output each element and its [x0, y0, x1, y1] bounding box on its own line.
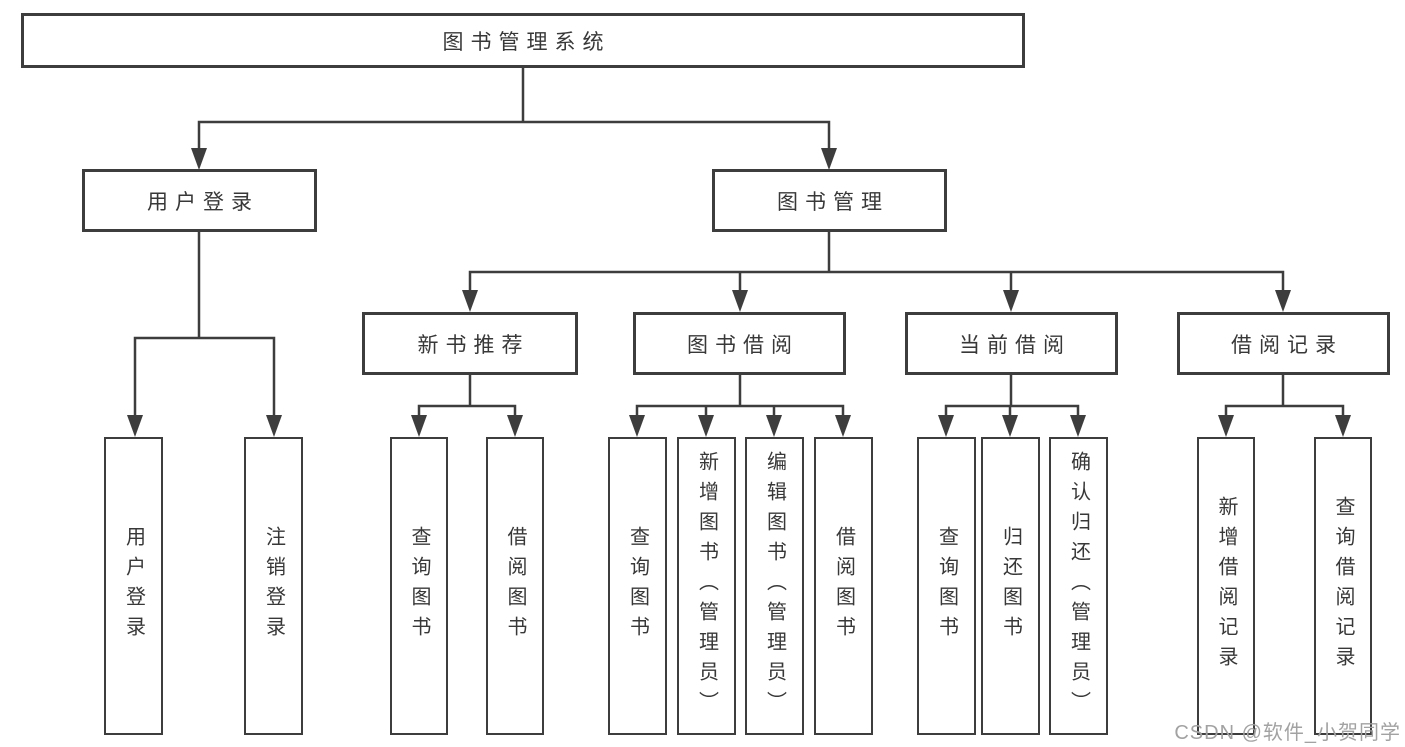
node-new-book-recommendation: 新书推荐 — [362, 312, 578, 375]
leaf-borrow-books-borrowing: 借阅图书 — [814, 437, 873, 735]
leaf-add-books-admin: 新增图书（管理员） — [677, 437, 736, 735]
node-label: 图书管理 — [777, 190, 889, 214]
leaf-user-login: 用户登录 — [104, 437, 163, 735]
node-label: 归还图书 — [999, 526, 1022, 646]
node-label: 图书借阅 — [687, 333, 799, 357]
leaf-query-books-current: 查询图书 — [917, 437, 976, 735]
node-label: 图书管理系统 — [442, 30, 611, 54]
node-label: 查询图书 — [408, 526, 430, 646]
node-label: 借阅记录 — [1231, 333, 1343, 357]
node-label: 新书推荐 — [417, 333, 530, 357]
node-label: 新增借阅记录 — [1215, 496, 1237, 676]
node-root-library-system: 图书管理系统 — [21, 13, 1025, 68]
leaf-confirm-return-admin: 确认归还（管理员） — [1049, 437, 1108, 735]
csdn-watermark: CSDN @软件_小贺同学 — [1174, 722, 1401, 744]
leaf-logout: 注销登录 — [244, 437, 303, 735]
node-borrowing-records: 借阅记录 — [1177, 312, 1390, 375]
node-label: 确认归还（管理员） — [1067, 451, 1090, 721]
node-label: 当前借阅 — [959, 333, 1071, 357]
node-label: 用户登录 — [147, 190, 259, 214]
node-current-borrowing: 当前借阅 — [905, 312, 1118, 375]
node-label: 借阅图书 — [504, 526, 526, 646]
node-label: 注销登录 — [262, 526, 285, 646]
node-label: 查询图书 — [626, 526, 649, 646]
leaf-add-borrow-record: 新增借阅记录 — [1197, 437, 1255, 735]
node-label: 新增图书（管理员） — [695, 451, 718, 721]
node-label: 借阅图书 — [832, 526, 855, 646]
leaf-return-books: 归还图书 — [981, 437, 1040, 735]
node-label: 查询图书 — [935, 526, 958, 646]
leaf-query-borrow-record: 查询借阅记录 — [1314, 437, 1372, 735]
node-label: 编辑图书（管理员） — [763, 451, 786, 721]
node-label: 查询借阅记录 — [1332, 496, 1354, 676]
leaf-query-books-recommend: 查询图书 — [390, 437, 448, 735]
leaf-query-books-borrowing: 查询图书 — [608, 437, 667, 735]
leaf-edit-books-admin: 编辑图书（管理员） — [745, 437, 804, 735]
node-user-login-branch: 用户登录 — [82, 169, 317, 232]
node-book-management-branch: 图书管理 — [712, 169, 947, 232]
node-label: 用户登录 — [122, 526, 145, 646]
node-book-borrowing: 图书借阅 — [633, 312, 846, 375]
leaf-borrow-books-recommend: 借阅图书 — [486, 437, 544, 735]
